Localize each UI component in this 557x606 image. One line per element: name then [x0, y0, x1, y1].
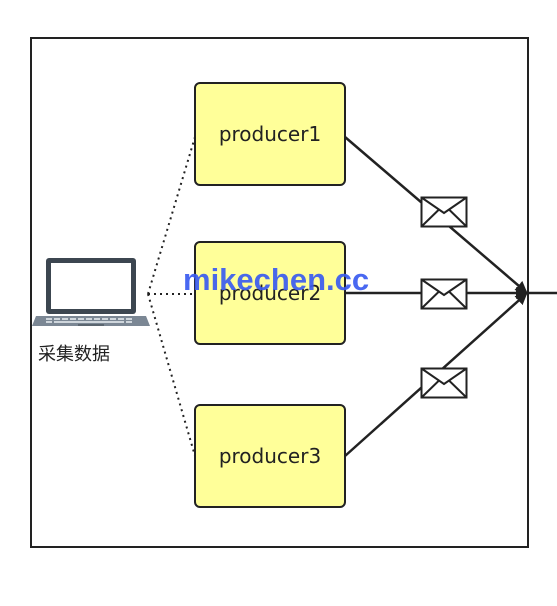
source-label: 采集数据	[38, 344, 110, 365]
producer-2-box: producer2	[194, 241, 346, 345]
envelope-icon	[420, 278, 468, 314]
envelope-icon	[420, 367, 468, 403]
watermark: mikechen.cc	[183, 262, 370, 297]
producer-1-box: producer1	[194, 82, 346, 186]
laptop-icon	[32, 256, 152, 336]
producer-1-label: producer1	[218, 122, 322, 146]
producer-3-box: producer3	[194, 404, 346, 508]
envelope-icon	[420, 196, 468, 232]
producer-2-label: producer2	[218, 281, 322, 305]
dotted-link-producer3	[147, 293, 196, 457]
producer-3-label: producer3	[218, 444, 322, 468]
